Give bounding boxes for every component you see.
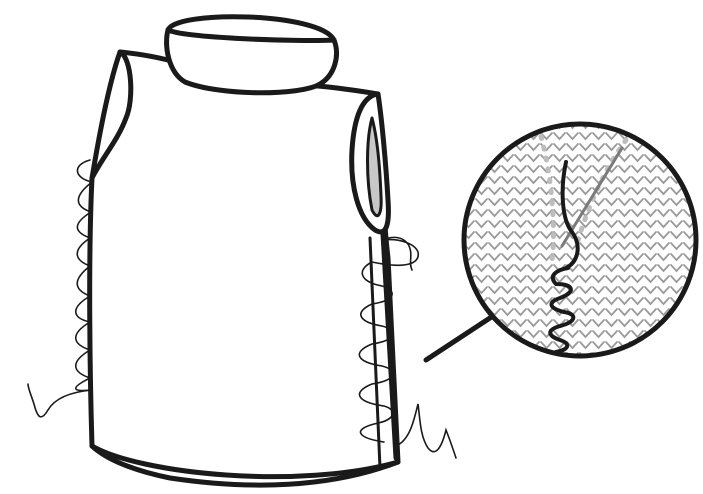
knit-stitch [489,342,500,348]
knit-stitch [658,353,669,359]
knit-stitch [697,298,703,304]
knit-stitch [697,276,703,282]
knit-stitch [645,122,656,128]
knit-stitch [476,144,487,150]
knit-stitch [515,353,526,359]
knit-stitch [697,210,703,216]
knit-stitch [697,309,703,315]
magnifier-circle-icon [463,122,703,359]
left-yarn-tail [28,384,92,417]
knit-stitch [697,144,703,150]
knit-stitch [684,309,695,315]
knit-stitch [697,155,703,161]
knit-stitch [671,155,682,161]
knit-stitch [697,199,703,205]
knit-stitch [463,309,474,315]
knit-stitch [489,144,500,150]
knit-stitch [684,331,695,337]
knit-stitch [671,342,682,348]
knit-stitch [463,155,474,161]
magnifier-pointer [426,314,496,360]
knit-stitch [502,342,513,348]
knit-stitch [697,166,703,172]
knit-stitch [645,133,656,139]
knit-stitch [658,342,669,348]
knit-stitch [684,144,695,150]
knit-stitch [697,342,703,348]
knit-stitch [502,122,513,128]
knit-stitch [658,133,669,139]
knit-stitch [697,122,703,128]
knit-stitch [684,298,695,304]
knit-stitch [502,133,513,139]
knit-stitch [658,144,669,150]
knit-stitch [619,353,630,359]
knit-stitch [658,331,669,337]
knit-stitch [671,122,682,128]
knit-stitch [684,342,695,348]
knit-stitch [489,133,500,139]
knit-stitch [697,353,703,359]
knit-stitch [671,353,682,359]
knit-stitch [684,155,695,161]
knit-stitch [671,144,682,150]
knit-stitch [671,320,682,326]
knit-stitch [463,298,474,304]
knit-stitch [489,331,500,337]
right-bottom-yarn-tail [396,404,456,458]
knit-stitch [463,177,474,183]
knit-stitch [684,177,695,183]
knit-stitch [528,353,539,359]
knit-stitch [645,342,656,348]
knit-stitch [476,122,487,128]
knit-stitch [645,353,656,359]
knit-stitch [463,342,474,348]
knit-stitch [697,133,703,139]
knit-stitch [476,133,487,139]
knit-stitch [658,122,669,128]
knit-stitch [476,353,487,359]
knit-stitch [463,320,474,326]
knit-stitch [463,144,474,150]
knit-stitch [684,166,695,172]
knit-stitch [671,133,682,139]
knit-stitch [632,353,643,359]
knit-stitch [476,342,487,348]
knit-stitch [619,122,630,128]
knit-stitch [684,320,695,326]
knit-stitch [684,353,695,359]
knit-stitch [697,287,703,293]
knit-stitch [697,331,703,337]
knit-stitch [463,122,474,128]
knit-stitch [489,353,500,359]
knit-stitch [489,122,500,128]
knit-stitch [463,353,474,359]
knit-stitch [502,353,513,359]
knit-stitch [697,254,703,260]
knit-stitch [476,155,487,161]
vest-garment-icon [90,17,398,485]
knit-stitch [684,122,695,128]
knit-stitch [697,188,703,194]
knit-stitch [697,177,703,183]
knit-stitch [463,133,474,139]
knit-stitch [632,122,643,128]
knit-stitch [671,331,682,337]
knit-stitch [528,122,539,128]
knit-stitch [463,166,474,172]
knit-stitch [697,265,703,271]
knit-stitch [684,133,695,139]
knit-stitch [476,331,487,337]
collar-back [167,17,337,93]
vest-body-outline [90,52,398,485]
knit-stitch [697,221,703,227]
knit-stitch [515,122,526,128]
knit-stitch [697,320,703,326]
